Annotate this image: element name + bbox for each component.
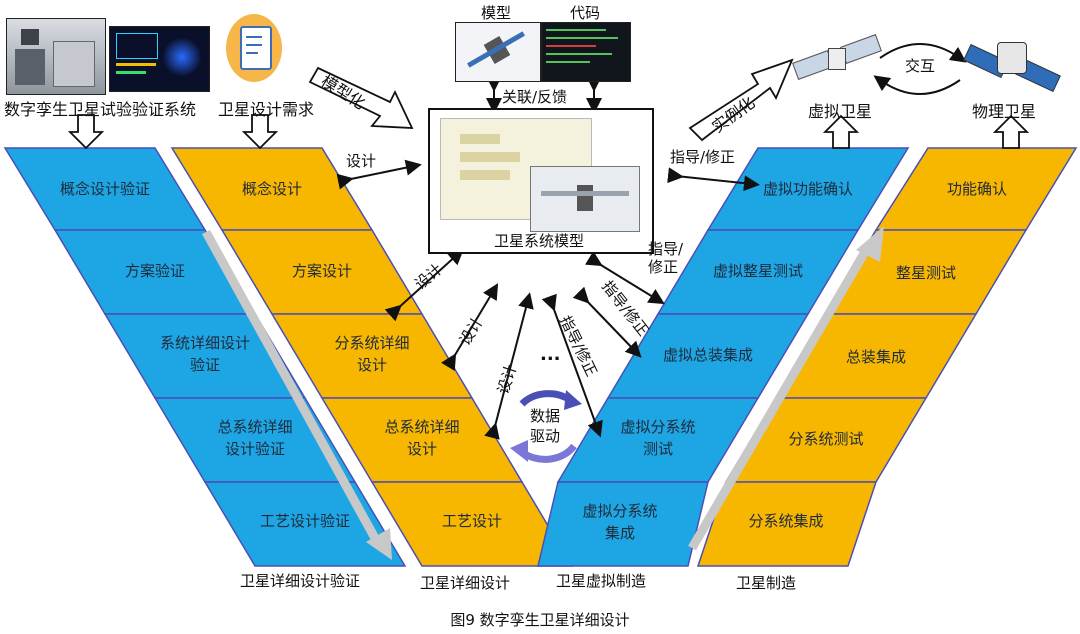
code-label: 代码 — [570, 4, 601, 22]
physical-cell-1: 功能确认 — [946, 180, 1007, 198]
gray-flow-arrow-right — [688, 226, 884, 551]
data-driven-line2: 驱动 — [530, 427, 561, 445]
virtual-cell-5: 虚拟分系统 集成 — [545, 500, 695, 544]
virtual-sat-label: 虚拟卫星 — [808, 102, 873, 121]
guide-fix-label-1: 指导/修正 — [670, 148, 736, 166]
up-arrow-physical-sat — [992, 114, 1030, 149]
verify-cell-5: 工艺设计验证 — [259, 512, 350, 530]
physical-cell-2: 整星测试 — [895, 264, 956, 282]
physical-cell-3: 总装集成 — [845, 348, 906, 366]
verify-footer: 卫星详细设计验证 — [240, 572, 361, 590]
system-model-box: 卫星系统模型 — [428, 108, 654, 254]
virtual-cell-4: 虚拟分系统 测试 — [583, 416, 733, 460]
verify-cell-4: 总系统详细 设计验证 — [180, 416, 330, 460]
guide-arrow-2 — [584, 250, 665, 305]
model-screen-image — [455, 22, 541, 82]
software-screen-image — [109, 26, 210, 92]
design-cell-4-line1: 总系统详细 — [384, 418, 460, 436]
down-arrow-twin-system — [67, 114, 105, 150]
design-cell-4: 总系统详细 设计 — [347, 416, 497, 460]
relation-label: 关联/反馈 — [502, 88, 568, 106]
verify-cell-2: 方案验证 — [124, 262, 185, 280]
design-arrow-1 — [336, 159, 422, 190]
design-cell-4-line2: 设计 — [406, 440, 437, 458]
verify-cell-3: 系统详细设计 验证 — [130, 332, 280, 376]
system-model-label: 卫星系统模型 — [494, 232, 585, 250]
design-req-label: 卫星设计需求 — [218, 100, 315, 119]
gray-flow-arrow-left — [202, 229, 392, 560]
virtual-cell-5-line1: 虚拟分系统 — [582, 502, 658, 520]
ellipsis-label: ... — [540, 344, 561, 365]
verify-cell-3-line2: 验证 — [189, 356, 220, 374]
virtual-cell-3: 虚拟总装集成 — [662, 346, 753, 364]
design-footer: 卫星详细设计 — [420, 574, 511, 592]
virtual-column — [537, 147, 910, 567]
guide-fix-label-2-line1: 指导/ — [648, 240, 684, 258]
model-label: 模型 — [481, 4, 512, 22]
data-driven-line1: 数据 — [530, 407, 561, 425]
guide-arrow-4 — [541, 293, 603, 438]
design-cell-3: 分系统详细 设计 — [297, 332, 447, 376]
guide-arrow-1 — [667, 167, 760, 192]
up-arrow-virtual-sat — [822, 114, 860, 149]
verify-cell-4-line2: 设计验证 — [224, 440, 285, 458]
design-cell-1: 概念设计 — [241, 180, 302, 198]
verify-cell-1: 概念设计验证 — [59, 180, 150, 198]
lab-photo-image — [6, 18, 106, 95]
design-cell-3-line1: 分系统详细 — [334, 334, 410, 352]
twin-system-label: 数字孪生卫星试验验证系统 — [4, 100, 197, 119]
instantiate-arrow — [688, 58, 794, 142]
design-cell-5: 工艺设计 — [441, 512, 502, 530]
guide-fix-label-2-line2: 修正 — [648, 258, 679, 276]
verify-cell-3-line1: 系统详细设计 — [159, 334, 250, 352]
design-cell-3-line2: 设计 — [356, 356, 387, 374]
physical-column — [696, 147, 1078, 567]
physical-sat-label: 物理卫星 — [972, 102, 1037, 121]
design-arrow-4 — [484, 292, 534, 440]
modeling-arrow — [308, 66, 414, 129]
interact-arrows — [873, 43, 967, 95]
down-arrow-design-req — [241, 114, 279, 150]
virtual-cell-4-line1: 虚拟分系统 — [620, 418, 696, 436]
verify-cell-4-line1: 总系统详细 — [217, 418, 293, 436]
design-cell-2: 方案设计 — [291, 262, 352, 280]
figure-caption: 图9 数字孪生卫星详细设计 — [450, 611, 630, 629]
virtual-cell-4-line2: 测试 — [642, 440, 673, 458]
verify-column — [3, 147, 407, 567]
data-driven-label: 数据 驱动 — [530, 406, 560, 446]
physical-footer: 卫星制造 — [736, 574, 797, 592]
virtual-cell-1: 虚拟功能确认 — [762, 180, 853, 198]
virtual-footer: 卫星虚拟制造 — [556, 572, 647, 590]
data-driven-cycle-icon — [510, 390, 582, 463]
physical-cell-5: 分系统集成 — [748, 512, 824, 530]
interact-label: 交互 — [905, 57, 936, 75]
clipboard-icon — [226, 14, 282, 82]
code-screen-image — [541, 22, 631, 82]
guide-fix-label-2: 指导/ 修正 — [648, 240, 683, 276]
design-column — [170, 147, 574, 567]
design-arrow-2 — [384, 248, 464, 322]
virtual-satellite-image — [790, 30, 882, 90]
design-label-1: 设计 — [346, 152, 377, 170]
virtual-cell-5-line2: 集成 — [604, 524, 635, 542]
physical-cell-4: 分系统测试 — [788, 430, 864, 448]
virtual-cell-2: 虚拟整星测试 — [712, 262, 803, 280]
physical-satellite-image — [963, 20, 1061, 93]
